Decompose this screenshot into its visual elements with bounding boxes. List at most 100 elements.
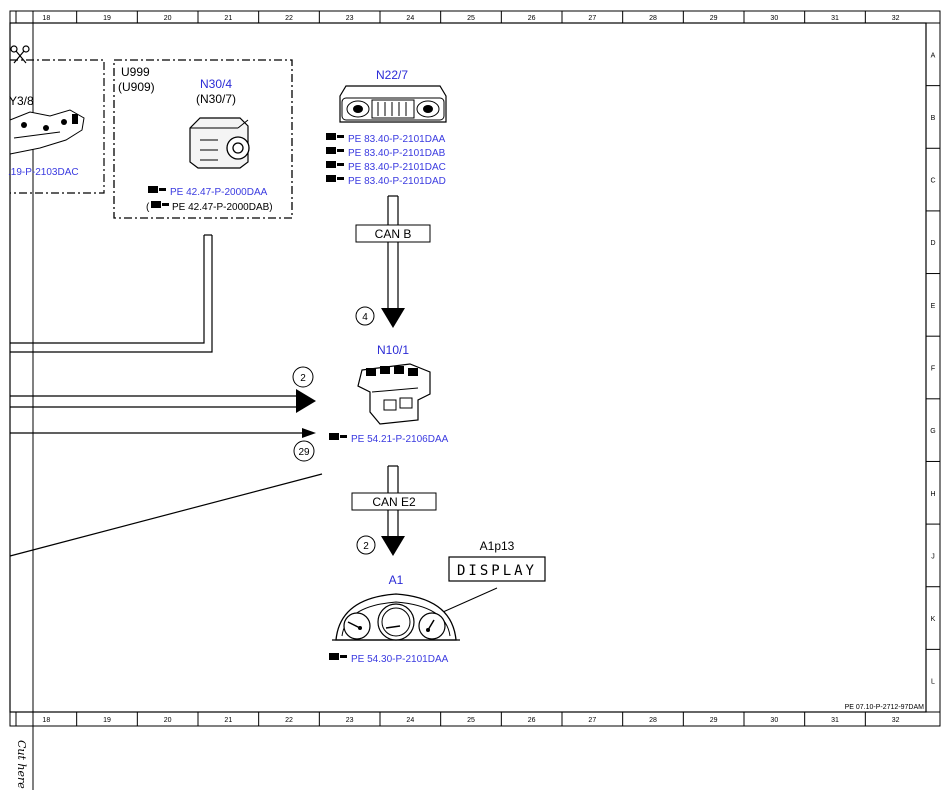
can-e2-label-box	[351, 492, 437, 511]
y3-8-boundary	[10, 59, 105, 194]
n22-7-reference-1[interactable]: PE 83.40-P-2101DAA	[348, 134, 446, 145]
column-label: 30	[770, 15, 778, 22]
bus-into-n10-1	[10, 389, 316, 413]
column-label: 22	[285, 717, 293, 724]
reference-icon	[326, 175, 344, 182]
y3-8-valve-block-image	[9, 109, 85, 155]
column-label: 30	[770, 717, 778, 724]
row-label: L	[931, 679, 935, 686]
column-label: 18	[42, 717, 50, 724]
n22-7-reference-2[interactable]: PE 83.40-P-2101DAB	[348, 148, 446, 159]
column-label: 31	[831, 15, 839, 22]
a1p13-label: A1p13	[480, 539, 515, 553]
column-label: 19	[103, 15, 111, 22]
can-b-label-box	[355, 224, 431, 243]
n22-7-reference-4[interactable]: PE 83.40-P-2101DAD	[348, 176, 446, 187]
column-label: 24	[406, 717, 414, 724]
wire-u999-outer	[10, 235, 205, 344]
column-label: 20	[164, 15, 172, 22]
column-ruler: 1818191920202121222223232424252526262727…	[15, 11, 900, 726]
climate-control-panel-image	[339, 85, 447, 123]
column-label: 28	[649, 717, 657, 724]
diagonal-wire	[9, 473, 323, 557]
marker-2-bottom	[356, 535, 376, 555]
can-e2-bus	[381, 465, 405, 556]
row-label: B	[931, 115, 936, 122]
ref-paren: (	[146, 202, 150, 213]
column-label: 23	[346, 15, 354, 22]
n30-4-label: N30/4	[200, 77, 232, 91]
marker-29-text: 29	[298, 447, 310, 458]
sam-module-image	[357, 363, 431, 425]
n10-1-reference[interactable]: PE 54.21-P-2106DAA	[351, 434, 449, 445]
reference-icon	[151, 201, 169, 208]
marker-29	[293, 440, 315, 462]
reference-icon	[326, 161, 344, 168]
n10-1-label: N10/1	[377, 343, 409, 357]
diagram-frame	[9, 10, 941, 727]
n30-4-reference-2[interactable]: PE 42.47-P-2000DAB)	[172, 202, 273, 213]
y3-8-reference[interactable]: .19-P-2103DAC	[8, 167, 79, 178]
reference-icon	[148, 186, 166, 193]
reference-icon	[326, 133, 344, 140]
column-label: 25	[467, 717, 475, 724]
row-label: A	[931, 52, 936, 59]
column-label: 23	[346, 717, 354, 724]
marker-2-top-text: 2	[300, 373, 306, 384]
u909-label: (U909)	[118, 80, 155, 94]
column-label: 31	[831, 717, 839, 724]
row-label: D	[930, 240, 935, 247]
marker-2-top	[292, 366, 314, 388]
marker-4	[355, 306, 375, 326]
row-label: G	[930, 428, 935, 435]
a1p13-display-text: DISPLAY	[457, 563, 537, 579]
column-label: 18	[42, 15, 50, 22]
drawing-area	[9, 22, 927, 713]
column-label: 29	[710, 15, 718, 22]
footer-reference: PE 07.10-P-2712-97DAM	[845, 704, 925, 711]
column-label: 32	[892, 15, 900, 22]
column-label: 21	[224, 717, 232, 724]
column-label: 26	[528, 15, 536, 22]
wire-u999-inner	[10, 235, 213, 353]
a1p13-display-box	[448, 556, 546, 582]
marker-4-text: 4	[362, 312, 368, 323]
column-label: 29	[710, 717, 718, 724]
u999-label: U999	[121, 65, 150, 79]
column-label: 32	[892, 717, 900, 724]
row-label: J	[931, 553, 935, 560]
column-label: 27	[588, 15, 596, 22]
reference-icon	[329, 653, 347, 660]
abs-module-image	[189, 117, 250, 169]
a1-label: A1	[389, 573, 404, 587]
column-label: 21	[224, 15, 232, 22]
column-label: 20	[164, 717, 172, 724]
row-label: H	[930, 491, 935, 498]
row-label: K	[931, 616, 936, 623]
y3-8-label: Y3/8	[9, 94, 34, 108]
column-label: 27	[588, 717, 596, 724]
row-label: C	[930, 178, 935, 185]
n22-7-label: N22/7	[376, 68, 408, 82]
can-e2-label: CAN E2	[372, 495, 416, 509]
row-label: E	[931, 303, 936, 310]
column-label: 26	[528, 717, 536, 724]
n30-7-label: (N30/7)	[196, 92, 236, 106]
column-label: 25	[467, 15, 475, 22]
column-label: 24	[406, 15, 414, 22]
a1-reference[interactable]: PE 54.30-P-2101DAA	[351, 654, 449, 665]
instrument-cluster-image	[332, 593, 460, 641]
can-b-label: CAN B	[375, 227, 412, 241]
column-label: 28	[649, 15, 657, 22]
column-label: 22	[285, 15, 293, 22]
wire-into-n10-1	[10, 428, 316, 438]
cut-here-label: Cut here	[15, 740, 28, 789]
marker-2-bottom-text: 2	[363, 541, 369, 552]
column-label: 19	[103, 717, 111, 724]
n22-7-reference-3[interactable]: PE 83.40-P-2101DAC	[348, 162, 446, 173]
n30-4-reference-1[interactable]: PE 42.47-P-2000DAA	[170, 187, 268, 198]
scissors-icon	[10, 45, 30, 64]
reference-icon	[326, 147, 344, 154]
